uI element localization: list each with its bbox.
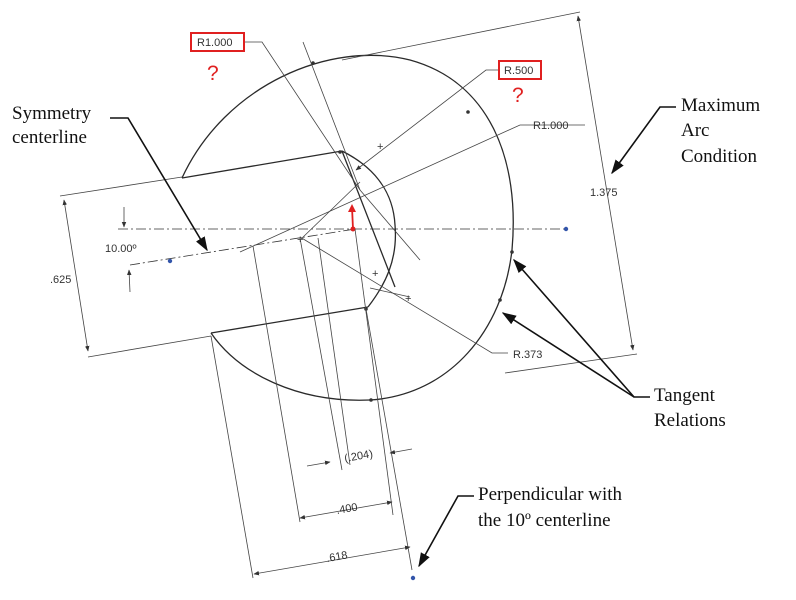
leader-r373 [299,236,508,354]
leader-r373-arm [359,189,421,261]
ext-618-right [365,308,413,571]
dim-r500[interactable]: R.500 [504,65,533,77]
center-mark: + [372,268,378,280]
question-mark-r1000: ? [207,62,219,85]
dim-204[interactable]: (.204) [343,448,373,465]
dimline-625 [62,199,90,352]
ext-204-right [354,228,394,516]
symmetry-label-line1: Symmetry [12,103,92,124]
dimline-1375 [576,15,635,351]
tangent-node [498,298,502,302]
tangent-label-line1: Tangent [654,385,716,406]
centerline-endpoint [167,258,173,264]
tangent-label-line2: Relations [654,410,726,431]
dim-400[interactable]: .400 [335,501,358,517]
perp-label-line2: the 10º centerline [478,510,611,531]
leader-r1000-top-ext [302,41,361,191]
tangent-node [338,150,342,154]
tangent-pointer-lower [501,312,635,398]
leader-r1000-right-arm [299,181,361,241]
ext-left-slot [210,335,254,579]
dim-angle[interactable]: 10.00º [105,243,137,255]
question-mark-r500: ? [512,84,524,107]
leader-r1000-top [243,41,361,191]
origin-arrowhead [348,204,356,212]
origin-point [350,226,356,232]
ext-204-mid [317,237,351,466]
ext-1375-bottom [504,353,638,374]
outer-arc [181,54,514,401]
leader-r1000-right [239,124,585,253]
slot-lower-line [210,306,369,334]
max-arc-label-line2: Arc [681,120,709,141]
max-arc-pointer [611,106,676,175]
highlight-box-r1000 [190,32,245,52]
symmetry-centerline [129,228,356,266]
dim-r1000-right[interactable]: R1.000 [533,120,568,132]
inner-chord [341,150,396,288]
dim-r1000-top[interactable]: R1.000 [197,37,232,49]
dimline-400 [299,500,393,520]
center-mark: + [377,141,383,153]
dim-r373[interactable]: R.373 [513,349,542,361]
center-mark: + [405,293,411,305]
tangent-node [311,61,315,65]
max-arc-label-line3: Condition [681,146,758,167]
tangent-node [466,110,470,114]
tangent-node [510,250,514,254]
dimline-618 [253,545,411,576]
angle-arrow-bottom [126,269,132,293]
highlight-box-r500 [498,60,542,80]
slot-upper-line [181,150,343,179]
dim-1375[interactable]: 1.375 [590,187,618,199]
dim-618[interactable]: .618 [325,549,348,565]
centerline-endpoint-right [563,226,569,232]
ext-1375-top [341,11,581,61]
dimarrow-204-left [306,460,331,467]
tangent-node [369,398,373,402]
perp-label-line1: Perpendicular with [478,484,623,505]
inner-arc [341,150,397,308]
fillet-ref [369,287,411,298]
leader-r500 [355,69,500,171]
ext-204-left [299,237,343,471]
perp-endpoint [410,575,416,581]
symmetry-label-line2: centerline [12,127,87,148]
dim-625[interactable]: .625 [50,274,71,286]
max-arc-label-line1: Maximum [681,95,760,116]
symmetry-pointer [110,117,208,252]
ext-400-left [252,245,301,523]
perp-pointer [418,495,474,568]
ext-625-bottom [87,335,212,358]
dimarrow-204-right [389,448,413,455]
ext-625-top [59,176,183,197]
